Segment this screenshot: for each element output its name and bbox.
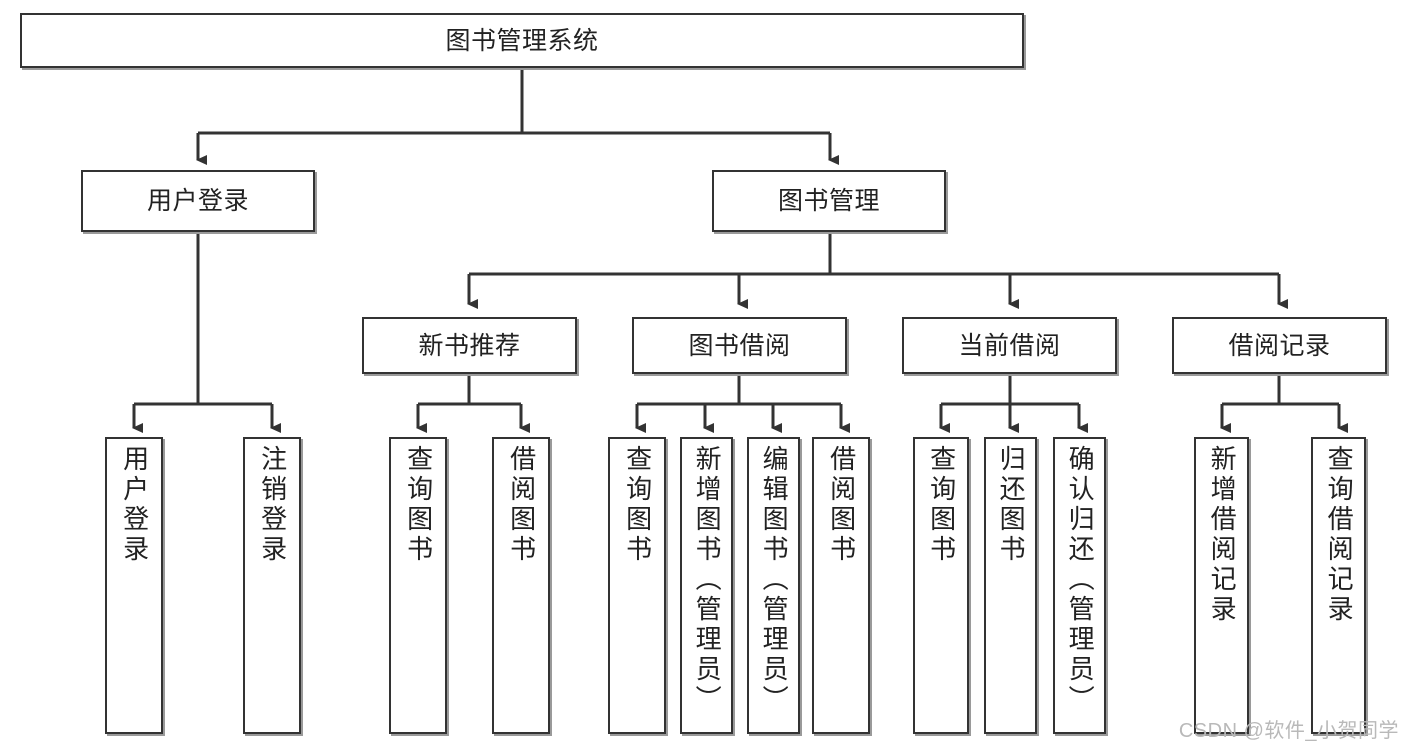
leaf-query-borrow-record-label: 查询借阅记录 bbox=[1324, 445, 1355, 625]
leaf-borrow-book-2-label: 借阅图书 bbox=[826, 445, 857, 565]
node-root[interactable]: 图书管理系统 bbox=[20, 13, 1024, 68]
leaf-query-book-3[interactable]: 查询图书 bbox=[913, 437, 969, 734]
leaf-query-book-1-label: 查询图书 bbox=[403, 445, 434, 565]
leaf-user-login-label: 用户登录 bbox=[119, 445, 150, 565]
leaf-edit-book[interactable]: 编辑图书（管理员） bbox=[747, 437, 800, 734]
leaf-confirm-return[interactable]: 确认归还（管理员） bbox=[1053, 437, 1106, 734]
leaf-edit-book-label: 编辑图书（管理员） bbox=[759, 445, 790, 715]
leaf-logout-label: 注销登录 bbox=[257, 445, 288, 565]
node-root-label: 图书管理系统 bbox=[445, 26, 599, 55]
leaf-user-login[interactable]: 用户登录 bbox=[105, 437, 163, 734]
node-current-borrow[interactable]: 当前借阅 bbox=[902, 317, 1117, 374]
node-new-book-recommend[interactable]: 新书推荐 bbox=[362, 317, 577, 374]
leaf-add-book-label: 新增图书（管理员） bbox=[692, 445, 723, 715]
leaf-query-book-3-label: 查询图书 bbox=[926, 445, 957, 565]
leaf-add-book[interactable]: 新增图书（管理员） bbox=[680, 437, 733, 734]
leaf-borrow-book-1[interactable]: 借阅图书 bbox=[492, 437, 550, 734]
leaf-borrow-book-2[interactable]: 借阅图书 bbox=[812, 437, 870, 734]
node-borrow-record-label: 借阅记录 bbox=[1228, 331, 1331, 360]
leaf-borrow-book-1-label: 借阅图书 bbox=[506, 445, 537, 565]
leaf-confirm-return-label: 确认归还（管理员） bbox=[1065, 445, 1096, 715]
node-book-manage[interactable]: 图书管理 bbox=[712, 170, 946, 232]
watermark: CSDN @软件_小贺同学 bbox=[1178, 720, 1399, 742]
node-book-borrow-label: 图书借阅 bbox=[688, 331, 791, 360]
leaf-query-borrow-record[interactable]: 查询借阅记录 bbox=[1311, 437, 1366, 734]
node-book-borrow[interactable]: 图书借阅 bbox=[632, 317, 847, 374]
leaf-add-borrow-record[interactable]: 新增借阅记录 bbox=[1194, 437, 1249, 734]
leaf-add-borrow-record-label: 新增借阅记录 bbox=[1207, 445, 1238, 625]
leaf-logout[interactable]: 注销登录 bbox=[243, 437, 301, 734]
leaf-return-book-label: 归还图书 bbox=[996, 445, 1027, 565]
node-user-login-label: 用户登录 bbox=[146, 187, 249, 215]
node-new-book-recommend-label: 新书推荐 bbox=[418, 331, 521, 360]
node-borrow-record[interactable]: 借阅记录 bbox=[1172, 317, 1387, 374]
leaf-query-book-2[interactable]: 查询图书 bbox=[608, 437, 666, 734]
leaf-return-book[interactable]: 归还图书 bbox=[984, 437, 1037, 734]
leaf-query-book-2-label: 查询图书 bbox=[622, 445, 653, 565]
node-book-manage-label: 图书管理 bbox=[777, 187, 880, 215]
node-current-borrow-label: 当前借阅 bbox=[958, 331, 1061, 360]
node-user-login[interactable]: 用户登录 bbox=[81, 170, 315, 232]
leaf-query-book-1[interactable]: 查询图书 bbox=[389, 437, 447, 734]
